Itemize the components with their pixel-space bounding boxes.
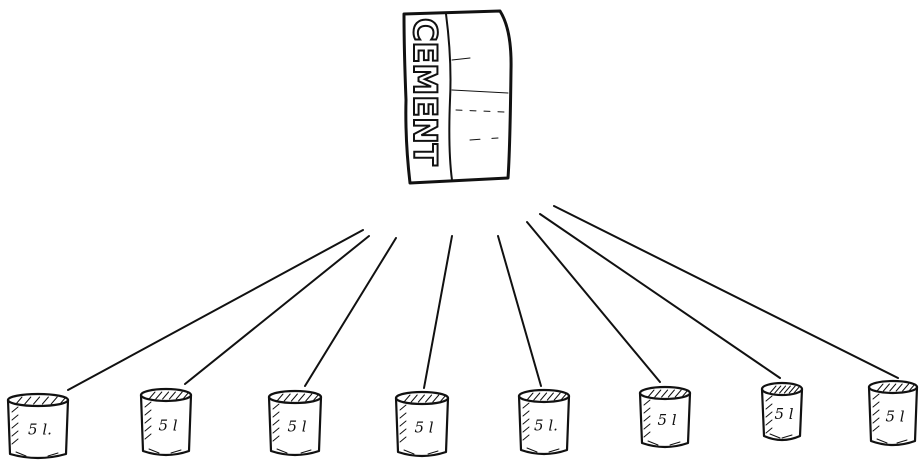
connector-line-3	[305, 238, 396, 386]
bucket-label: 5 l	[885, 407, 904, 425]
bucket-3: 5 l	[269, 391, 321, 455]
bucket-7: 5 l	[762, 383, 802, 440]
connector-line-7	[540, 214, 780, 378]
bucket-label: 5 l	[287, 417, 306, 435]
connector-line-5	[498, 236, 541, 386]
bucket-label: 5 l	[657, 411, 676, 429]
bucket-label: 5 l	[158, 417, 177, 435]
bucket-hatching	[16, 397, 66, 404]
connector-line-1	[68, 230, 363, 390]
connector-line-6	[527, 222, 660, 382]
bucket-1: 5 l.	[8, 394, 68, 458]
cement-bag: CEMENT	[404, 11, 511, 183]
connector-line-2	[185, 236, 369, 384]
bucket-hatching	[404, 395, 446, 402]
bucket-hatching	[770, 386, 800, 393]
bucket-4: 5 l	[396, 392, 448, 456]
bucket-rim	[762, 383, 802, 395]
bucket-label: 5 l.	[534, 416, 558, 434]
bucket-label: 5 l.	[28, 420, 52, 438]
bucket-hatching	[527, 393, 567, 400]
bucket-6: 5 l	[640, 387, 690, 447]
connector-line-4	[424, 236, 452, 388]
bucket-label: 5 l	[774, 405, 793, 423]
bucket-hatching	[648, 390, 688, 397]
connector-lines	[68, 206, 898, 390]
bucket-8: 5 l	[869, 381, 917, 445]
buckets: 5 l. 5 l 5 l 5 l 5 l. 5 l 5 l 5 l	[8, 381, 917, 458]
bucket-2: 5 l	[141, 389, 191, 455]
bucket-5: 5 l.	[519, 390, 569, 454]
connector-line-8	[554, 206, 898, 378]
bucket-label: 5 l	[414, 418, 433, 436]
bucket-hatching	[877, 384, 915, 391]
bucket-hatching	[149, 392, 189, 399]
bucket-hatching	[277, 394, 319, 401]
cement-bag-label: CEMENT	[406, 18, 444, 166]
bucket-rim	[8, 394, 68, 406]
